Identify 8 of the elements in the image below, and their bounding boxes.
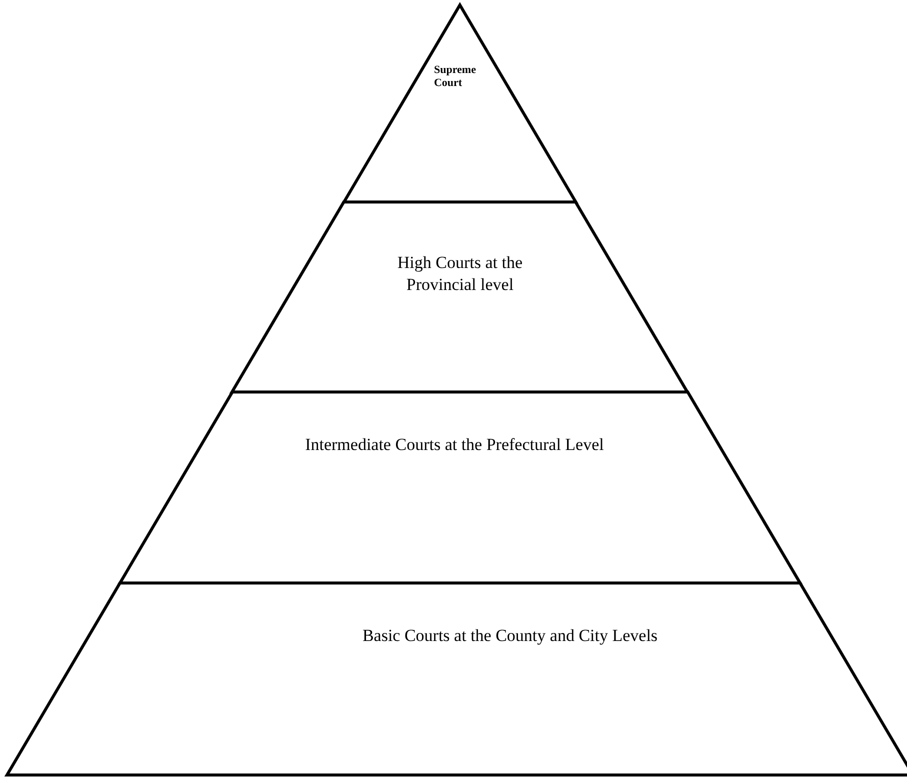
pyramid-tier	[5, 583, 907, 775]
pyramid-tier	[118, 392, 802, 583]
tier-label: Supreme Court	[434, 64, 477, 90]
tier-label: Intermediate Courts at the Prefectural Level	[304, 434, 605, 456]
pyramid-apex	[342, 5, 578, 202]
tier-label: Basic Courts at the County and City Levels	[361, 625, 659, 647]
pyramid-tier	[230, 202, 690, 392]
tier-label: High Courts at the Provincial level	[396, 252, 524, 296]
